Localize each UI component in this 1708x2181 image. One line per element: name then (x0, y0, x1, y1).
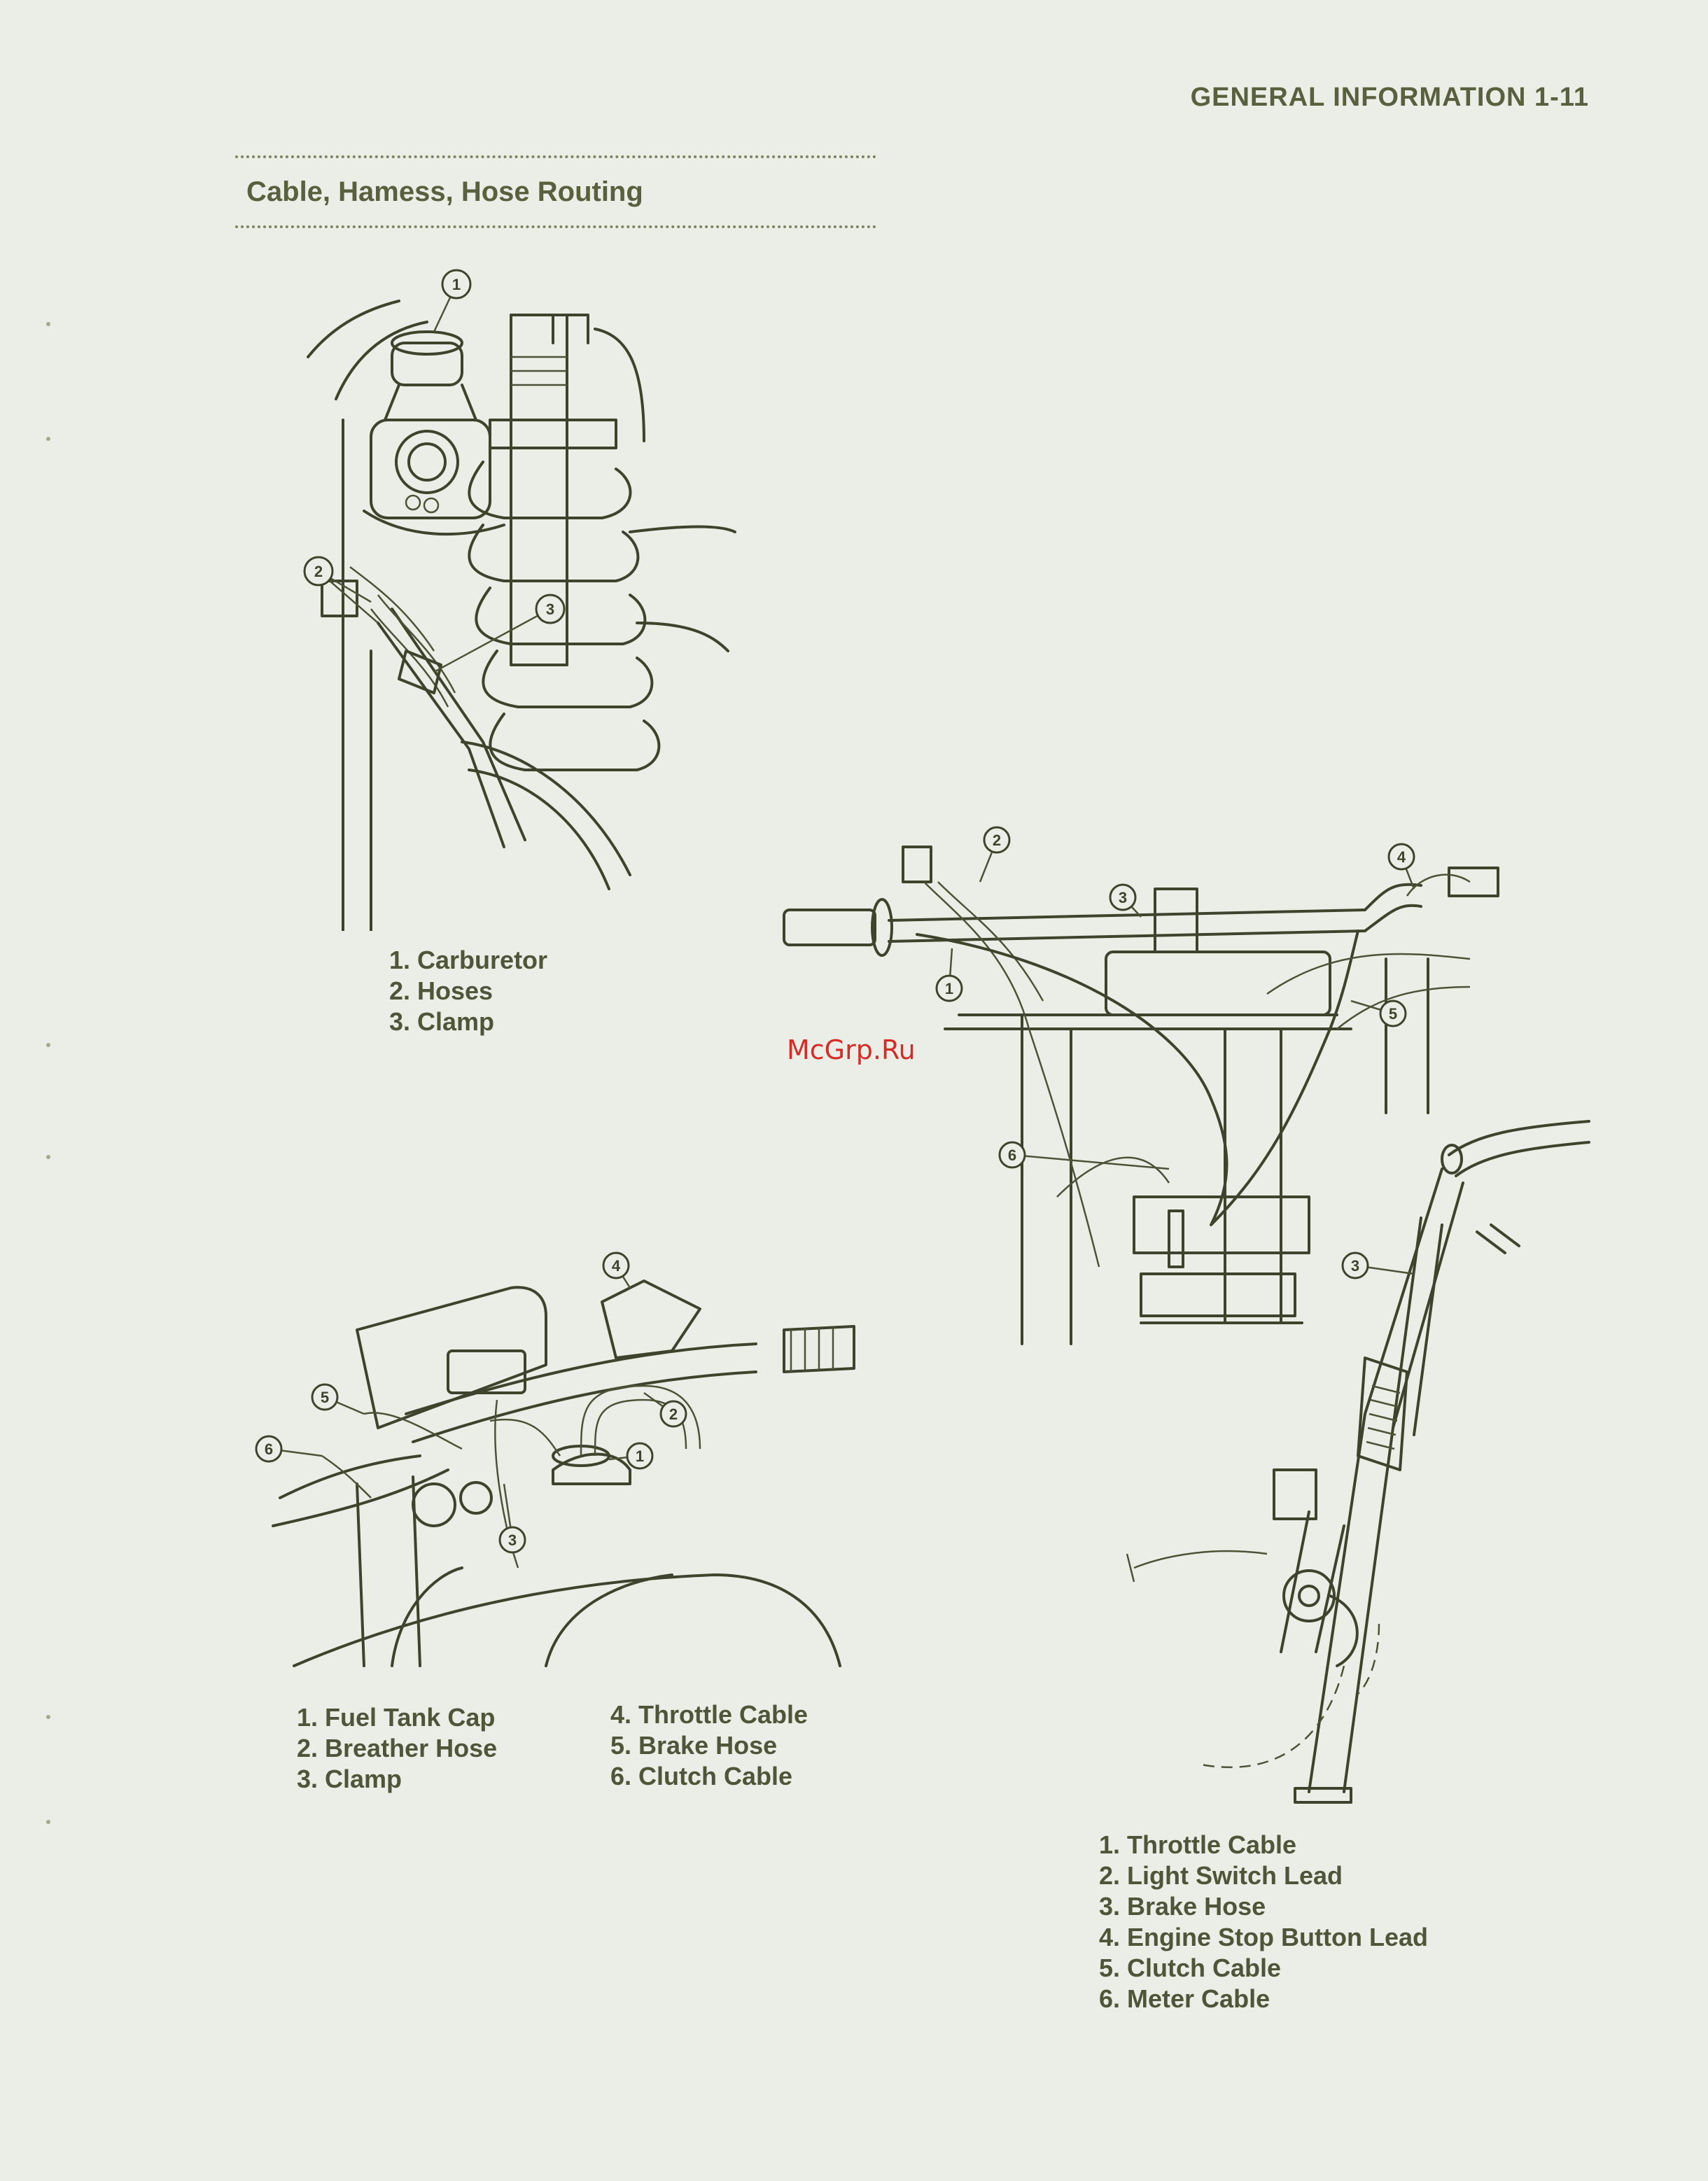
carburetor-illustration: 1 2 3 (294, 259, 742, 931)
callout-number: 4 (612, 1257, 621, 1275)
title-rule-bottom (235, 225, 876, 228)
legend-item: 3. Brake Hose (1099, 1892, 1266, 1921)
edge-mark (46, 1715, 50, 1719)
callout-number: 4 (1397, 848, 1406, 866)
legend-item: 6. Meter Cable (1099, 1984, 1270, 2013)
legend-item: 3. Clamp (297, 1765, 402, 1793)
callout-number: 5 (321, 1389, 329, 1406)
callout-number: 6 (1008, 1146, 1016, 1164)
legend-item: 1. Carburetor (389, 946, 548, 974)
callout-number: 6 (265, 1440, 273, 1458)
callout-number: 2 (669, 1405, 678, 1423)
edge-mark (46, 322, 50, 326)
callout-number: 5 (1389, 1005, 1397, 1023)
callout-number: 2 (993, 832, 1001, 849)
edge-mark (46, 437, 50, 441)
legend-item: 2. Breather Hose (297, 1734, 498, 1762)
section-title: Cable, Hamess, Hose Routing (246, 176, 643, 207)
callout-number: 3 (1351, 1257, 1359, 1275)
legend-item: 4. Throttle Cable (610, 1700, 808, 1729)
handlebar-routing-legend: 1. Throttle Cable 2. Light Switch Lead 3… (1099, 1830, 1428, 2014)
callout-number: 2 (314, 563, 323, 580)
legend-item: 5. Clutch Cable (1099, 1954, 1282, 1982)
edge-mark (46, 1155, 50, 1159)
callout-number: 3 (546, 601, 554, 618)
watermark: McGrp.Ru (787, 1035, 916, 1065)
legend-item: 2. Light Switch Lead (1099, 1861, 1343, 1890)
legend-item: 6. Clutch Cable (610, 1762, 793, 1790)
carburetor-legend: 1. Carburetor 2. Hoses 3. Clamp (389, 945, 547, 1037)
callout-number: 1 (945, 980, 953, 997)
fuel-tank-legend-left: 1. Fuel Tank Cap 2. Breather Hose 3. Cla… (297, 1702, 497, 1795)
legend-item: 5. Brake Hose (610, 1731, 778, 1760)
fuel-tank-legend-right: 4. Throttle Cable 5. Brake Hose 6. Clutc… (610, 1699, 808, 1792)
edge-mark (46, 1043, 50, 1047)
legend-item: 4. Engine Stop Button Lead (1099, 1923, 1428, 1951)
brake-hose-fork-illustration: 3 (1113, 1120, 1603, 1806)
legend-item: 1. Fuel Tank Cap (297, 1703, 496, 1732)
edge-mark (46, 1820, 50, 1824)
callout-number: 3 (1119, 889, 1127, 906)
callout-number: 1 (452, 276, 461, 293)
fuel-tank-handlebar-illustration: 4 5 2 6 1 3 (252, 1246, 882, 1680)
legend-item: 2. Hoses (389, 976, 493, 1005)
callout-number: 3 (508, 1531, 517, 1549)
title-rule-top (235, 155, 876, 158)
callout-number: 1 (636, 1447, 644, 1465)
legend-item: 1. Throttle Cable (1099, 1830, 1297, 1859)
handlebar-routing-illustration: 2 3 4 1 5 6 (777, 819, 1519, 1351)
legend-item: 3. Clamp (389, 1007, 495, 1036)
page-header: GENERAL INFORMATION 1-11 (1190, 83, 1589, 112)
